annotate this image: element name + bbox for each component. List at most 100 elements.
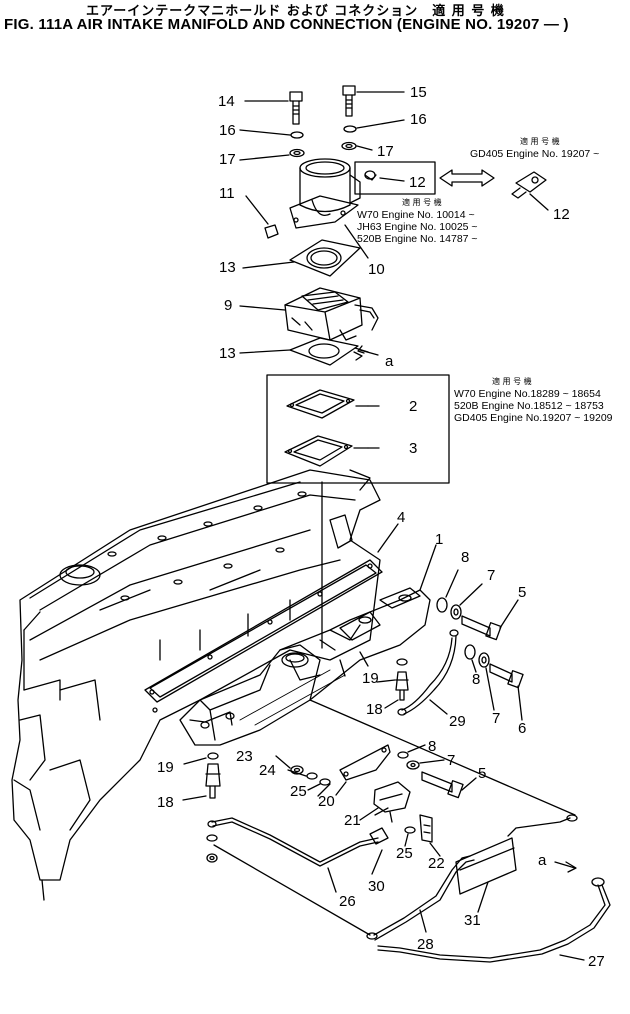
callout-12-gd405: 12 bbox=[553, 206, 570, 223]
part-21-valve bbox=[373, 781, 411, 823]
callout-6: 6 bbox=[518, 720, 526, 737]
callout-18-lower: 18 bbox=[157, 794, 174, 811]
part-8-washer-low bbox=[397, 744, 426, 759]
callout-17-right: 17 bbox=[377, 143, 394, 160]
part-30-fitting bbox=[369, 827, 389, 875]
callout-20: 20 bbox=[318, 793, 335, 810]
part-9-heater bbox=[239, 287, 379, 341]
callout-28: 28 bbox=[417, 936, 434, 953]
callout-24: 24 bbox=[259, 762, 276, 779]
callout-7-upper: 7 bbox=[487, 567, 495, 584]
box12-applicability-line-3: 520B Engine No. 14787 ~ bbox=[357, 233, 478, 245]
callout-5-upper: 5 bbox=[518, 584, 526, 601]
part-17-washer bbox=[239, 141, 373, 161]
gasket-applicability-line-3: GD405 Engine No.19207 ~ 19209 bbox=[454, 412, 613, 424]
callout-3: 3 bbox=[409, 440, 417, 457]
part-28-pipe bbox=[366, 855, 475, 941]
callout-8-upper: 8 bbox=[461, 549, 469, 566]
part-14-bolt bbox=[244, 91, 303, 125]
callout-31: 31 bbox=[464, 912, 481, 929]
callout-13-lower: 13 bbox=[219, 345, 236, 362]
part-25-washer-left bbox=[307, 778, 331, 791]
part-3-gasket bbox=[284, 435, 353, 467]
part-7-washer-mid bbox=[478, 652, 495, 711]
part-24-washer bbox=[287, 769, 318, 780]
part-27-pipe bbox=[377, 877, 611, 963]
gd405-applicability-heading: 適 用 号 機 bbox=[520, 136, 560, 146]
callout-18-upper: 18 bbox=[366, 701, 383, 718]
leader-lines bbox=[317, 405, 437, 821]
part-10-intake-connector bbox=[289, 158, 369, 259]
callout-8-mid: 8 bbox=[472, 671, 480, 688]
part-12-box bbox=[354, 161, 436, 195]
part-13-gasket-lower bbox=[239, 337, 369, 366]
part-5-bolt-low bbox=[421, 771, 477, 799]
callout-7-low: 7 bbox=[447, 752, 455, 769]
part-8-washer-upper bbox=[436, 569, 459, 613]
callout-16-right: 16 bbox=[410, 111, 427, 128]
figure-title: FIG. 111A AIR INTAKE MANIFOLD AND CONNEC… bbox=[4, 16, 569, 33]
part-18-sensor-lower bbox=[182, 752, 221, 801]
part-12-sensor-gd405 bbox=[511, 171, 549, 211]
callout-25-left: 25 bbox=[290, 783, 307, 800]
arrow-a-upper bbox=[357, 345, 379, 356]
lower-fittings bbox=[206, 834, 371, 936]
callout-30: 30 bbox=[368, 878, 385, 895]
callout-27: 27 bbox=[588, 953, 605, 970]
part-31-bracket bbox=[455, 814, 578, 913]
part-7-washer-low bbox=[406, 759, 445, 770]
double-arrow bbox=[439, 169, 495, 187]
callout-1: 1 bbox=[435, 531, 443, 548]
leader-line-long bbox=[309, 699, 576, 816]
gasket-box bbox=[266, 374, 450, 484]
part-18-sensor-upper bbox=[376, 658, 409, 709]
part-6-bolt bbox=[489, 663, 524, 721]
callout-22: 22 bbox=[428, 855, 445, 872]
part-23-nut bbox=[275, 755, 304, 775]
arrow-a-upper-label: a bbox=[385, 353, 394, 370]
engine-block bbox=[11, 469, 381, 901]
box12-applicability-line-1: W70 Engine No. 10014 ~ bbox=[357, 209, 475, 221]
gasket-applicability-heading: 適 用 号 機 bbox=[492, 376, 532, 386]
part-13-gasket-upper bbox=[242, 239, 361, 277]
callout-7-mid: 7 bbox=[492, 710, 500, 727]
part-1-manifold bbox=[179, 587, 431, 746]
part-22-bolt bbox=[419, 814, 441, 857]
part-4-gasket bbox=[144, 559, 383, 713]
arrow-a-lower-label: a bbox=[538, 852, 547, 869]
callout-11: 11 bbox=[219, 185, 235, 202]
callout-2: 2 bbox=[409, 398, 417, 415]
callout-13-upper: 13 bbox=[219, 259, 236, 276]
box12-applicability-line-2: JH63 Engine No. 10025 ~ bbox=[357, 221, 478, 233]
callout-25-right: 25 bbox=[396, 845, 413, 862]
callout-26: 26 bbox=[339, 893, 356, 910]
callout-16-left: 16 bbox=[219, 122, 236, 139]
part-25-washer-right bbox=[404, 826, 416, 847]
callout-19-lower: 19 bbox=[157, 759, 174, 776]
callout-9: 9 bbox=[224, 297, 232, 314]
part-26-pipe bbox=[207, 817, 379, 893]
callout-19-upper: 19 bbox=[362, 670, 379, 687]
callout-4: 4 bbox=[397, 509, 405, 526]
part-2-gasket bbox=[286, 389, 355, 419]
callout-8-low: 8 bbox=[428, 738, 436, 755]
part-16-washer bbox=[239, 119, 405, 139]
part-20-bracket bbox=[335, 744, 391, 796]
gd405-applicability-line: GD405 Engine No. 19207 ~ bbox=[470, 148, 599, 160]
arrow-a-lower bbox=[554, 861, 577, 873]
part-29-pipe bbox=[397, 629, 459, 716]
callout-21: 21 bbox=[344, 812, 361, 829]
callout-29: 29 bbox=[449, 713, 466, 730]
callout-5-low: 5 bbox=[478, 765, 486, 782]
callout-14: 14 bbox=[218, 93, 235, 110]
gasket-applicability-line-2: 520B Engine No.18512 ~ 18753 bbox=[454, 400, 604, 412]
part-15-bolt bbox=[342, 85, 405, 117]
callout-15: 15 bbox=[410, 84, 427, 101]
callout-23: 23 bbox=[236, 748, 253, 765]
callout-17-left: 17 bbox=[219, 151, 236, 168]
box12-applicability-heading: 適 用 号 機 bbox=[402, 197, 442, 207]
part-8-washer-mid bbox=[464, 644, 477, 673]
gasket-applicability-line-1: W70 Engine No.18289 ~ 18654 bbox=[454, 388, 601, 400]
manifold-lines bbox=[239, 669, 346, 726]
